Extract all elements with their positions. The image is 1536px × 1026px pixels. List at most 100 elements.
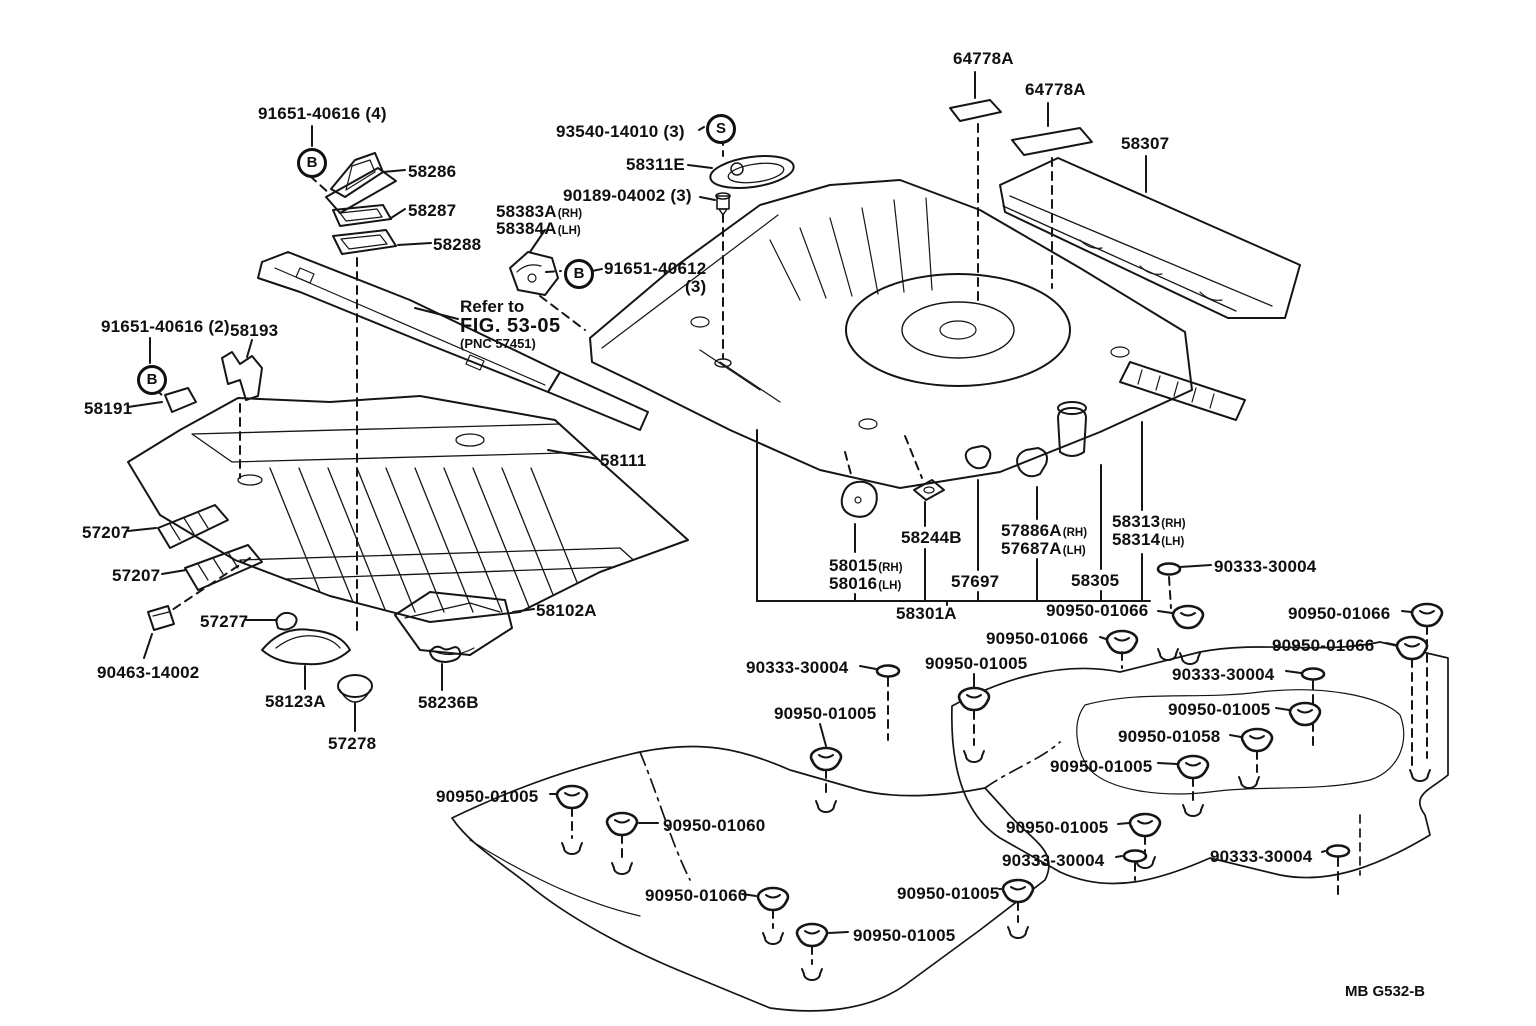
hole-icon (1122, 849, 1148, 863)
reference-note-line3: (PNC 57451) (460, 336, 536, 351)
callout-90950-01066-3: 90950-01066 (1288, 604, 1391, 623)
callout-64778a-b: 64778A (1025, 80, 1086, 99)
hole-icon (1325, 844, 1351, 858)
plug-icon (1410, 602, 1444, 628)
callout-90950-01060-1: 90950-01060 (663, 816, 766, 835)
callout-58307: 58307 (1121, 134, 1170, 153)
rear-floor-pan-art (589, 179, 1193, 489)
fastener-icons-art (549, 562, 1444, 981)
under-cover-art (451, 641, 1449, 1012)
callout-57697: 57697 (951, 572, 1000, 591)
callout-58301a: 58301A (896, 604, 957, 623)
callout-58244b: 58244B (901, 528, 962, 547)
circled-b-symbol: B (297, 148, 327, 178)
clip-hole-icon (815, 800, 837, 813)
plug-icon (1105, 629, 1139, 655)
floor-side-member-rail-art (257, 251, 649, 431)
callout-90333-30004-5: 90333-30004 (1210, 847, 1313, 866)
clip-hole-icon (611, 862, 633, 875)
clip-hole-icon (1409, 769, 1431, 782)
callout-58236b: 58236B (418, 693, 479, 712)
callout-58123a: 58123A (265, 692, 326, 711)
callout-58193: 58193 (230, 321, 279, 340)
callout-57207-b: 57207 (112, 566, 161, 585)
callout-58287: 58287 (408, 201, 457, 220)
clip-hole-icon (963, 750, 985, 763)
callout-58383a-rh: 58383A(RH) (496, 202, 583, 221)
callout-57886a-rh: 57886A(RH) (1001, 521, 1088, 540)
callout-90950-01058: 90950-01058 (1118, 727, 1221, 746)
clip-hole-icon (561, 842, 583, 855)
callout-90950-01060-2: 90950-01060 (645, 886, 748, 905)
callout-90333-30004-1: 90333-30004 (1214, 557, 1317, 576)
reference-note-line2: FIG. 53-05 (460, 315, 561, 337)
hole-icon (1300, 667, 1326, 681)
plug-icon (1176, 754, 1210, 780)
callout-58015-rh: 58015(RH) (829, 556, 903, 575)
clip-hole-icon (1182, 804, 1204, 817)
callout-58314-lh: 58314(LH) (1112, 530, 1185, 549)
callout-58384a-lh: 58384A(LH) (496, 219, 581, 238)
callout-90463-14002: 90463-14002 (97, 663, 200, 682)
callout-91651-40616-4: 91651-40616 (4) (258, 104, 387, 123)
clip-hole-icon (762, 932, 784, 945)
callout-90950-01005-3: 90950-01005 (1168, 700, 1271, 719)
callout-91651-40612-qty: (3) (685, 277, 707, 296)
license-bracket-art (687, 126, 795, 368)
clip-hole-icon (1007, 926, 1029, 939)
callout-90189-04002: 90189-04002 (3) (563, 186, 692, 205)
callout-58111: 58111 (600, 451, 647, 470)
plug-icon (756, 886, 790, 912)
reference-note: Refer to FIG. 53-05 (PNC 57451) (460, 297, 561, 351)
callout-91651-40616-2: 91651-40616 (2) (101, 317, 230, 336)
plug-icon (555, 784, 589, 810)
rear-upper-parts-art (949, 71, 1301, 421)
clip-hole-icon (1238, 776, 1260, 789)
clip-hole-icon (1157, 648, 1179, 661)
callout-90950-01066-1: 90950-01066 (1046, 601, 1149, 620)
circled-b-symbol: B (564, 259, 594, 289)
callout-93540-14010: 93540-14010 (3) (556, 122, 685, 141)
front-floor-pan-art (127, 395, 689, 623)
callout-90950-01005-6: 90950-01005 (1006, 818, 1109, 837)
plug-icon (1288, 701, 1322, 727)
callout-57207-a: 57207 (82, 523, 131, 542)
callout-90333-30004-4: 90333-30004 (1002, 851, 1105, 870)
callout-90950-01005-8: 90950-01005 (1050, 757, 1153, 776)
callout-90333-30004-3: 90333-30004 (1172, 665, 1275, 684)
callout-90950-01066-4: 90950-01066 (1272, 636, 1375, 655)
callout-90333-30004-2: 90333-30004 (746, 658, 849, 677)
circled-s-symbol: S (706, 114, 736, 144)
reference-note-line1: Refer to (460, 297, 525, 316)
clip-hole-icon (801, 968, 823, 981)
callout-57278: 57278 (328, 734, 377, 753)
callout-58305: 58305 (1071, 571, 1120, 590)
callout-90950-01005-7: 90950-01005 (897, 884, 1000, 903)
callout-58191: 58191 (84, 399, 133, 418)
plug-icon (1395, 635, 1429, 661)
plug-icon (957, 686, 991, 712)
callout-58288: 58288 (433, 235, 482, 254)
callout-90950-01005-5: 90950-01005 (853, 926, 956, 945)
callout-58016-lh: 58016(LH) (829, 574, 902, 593)
callout-58311e: 58311E (626, 155, 685, 174)
callout-58313-rh: 58313(RH) (1112, 512, 1186, 531)
plug-icon (809, 746, 843, 772)
callout-58286: 58286 (408, 162, 457, 181)
callout-bracket-art (756, 401, 1151, 606)
callout-57687a-lh: 57687A(LH) (1001, 539, 1086, 558)
plug-icon (605, 811, 639, 837)
callout-91651-40612: 91651-40612 (604, 259, 707, 278)
plug-icon (1240, 727, 1274, 753)
hole-icon (875, 664, 901, 678)
callout-57277: 57277 (200, 612, 249, 631)
callout-90950-01005-2: 90950-01005 (774, 704, 877, 723)
plug-icon (1001, 878, 1035, 904)
left-lower-parts-art (261, 591, 535, 732)
callout-64778a-a: 64778A (953, 49, 1014, 68)
circled-b-symbol: B (137, 365, 167, 395)
plug-icon (1128, 812, 1162, 838)
callout-58102a: 58102A (536, 601, 597, 620)
